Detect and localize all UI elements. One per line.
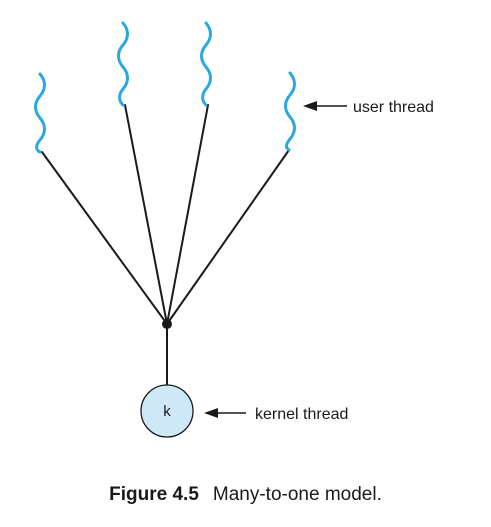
kernel-thread-label: kernel thread [255,406,348,423]
figure-caption: Figure 4.5 Many-to-one model. [0,484,491,506]
figure-title: Many-to-one model. [212,484,382,505]
kernel-thread-arrowhead-icon [204,408,218,418]
junction-dot [162,319,172,329]
figure-number: Figure 4.5 [109,484,199,505]
kernel-symbol: k [163,403,171,420]
connector-line-4 [166,149,290,325]
user-thread-arrowhead-icon [303,101,317,111]
user-thread-icon-1 [34,72,46,154]
user-thread-icon-4 [284,71,296,152]
connector-line-1 [41,151,168,325]
kernel-thread-circle [140,384,194,438]
user-thread-icon-3 [200,21,212,107]
connector-line-2 [124,104,168,325]
connector-line-3 [166,104,209,325]
user-thread-label: user thread [353,99,434,116]
user-thread-icon-2 [117,21,129,107]
